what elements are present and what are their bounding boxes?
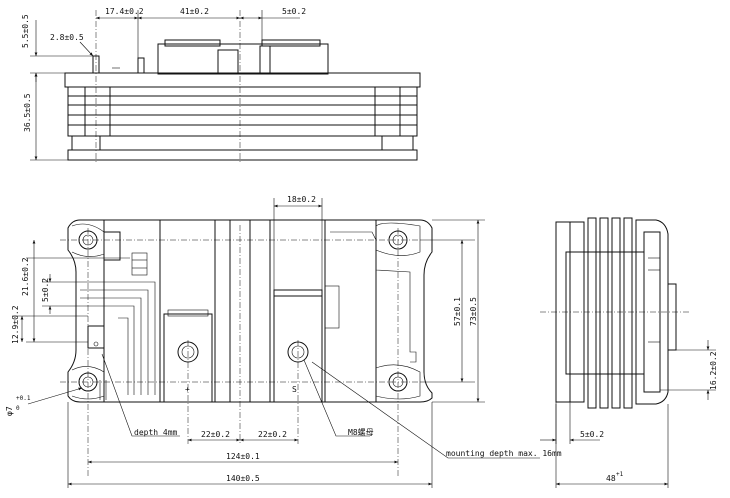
dim-73: 73±0.5 — [469, 297, 478, 326]
dim-22-a: 22±0.2 — [201, 430, 230, 439]
terminal-label-left: + — [185, 385, 190, 394]
dim-140: 140±0.5 — [226, 474, 260, 483]
dim-36-5: 36.5±0.5 — [23, 93, 32, 132]
callout-screw: M8螺母 — [348, 427, 374, 437]
dim-phi7: φ7 — [5, 406, 14, 416]
dim-18: 18±0.2 — [287, 195, 316, 204]
dim-124: 124±0.1 — [226, 452, 260, 461]
dim-5-top: 5±0.2 — [282, 7, 306, 16]
callout-mounting: mounting depth max. 16mm — [446, 449, 562, 458]
dim-5-side: 5±0.2 — [580, 430, 604, 439]
dim-16-2: 16.2±0.2 — [709, 351, 718, 390]
front-view: + S 18±0.2 21.6±0.2 5±0.2 12.9±0.2 — [5, 195, 562, 488]
top-view: 17.4±0.2 41±0.2 5±0.2 5.5±0.5 2.8±0.5 36… — [21, 7, 421, 162]
terminal-label-right: S — [292, 385, 297, 394]
dim-41: 41±0.2 — [180, 7, 209, 16]
dim-phi7-tol-low: 0 — [16, 405, 20, 412]
dim-2-8: 2.8±0.5 — [50, 33, 84, 42]
dim-48-tol: +1 — [616, 471, 624, 478]
side-view: 5±0.2 16.2±0.2 48 +1 — [540, 217, 718, 488]
dim-48: 48 — [606, 474, 616, 483]
dim-12-9: 12.9±0.2 — [11, 305, 20, 344]
callout-depth: depth 4mm — [134, 428, 178, 437]
dim-57: 57±0.1 — [453, 297, 462, 326]
dim-phi7-tol: +0.1 — [16, 395, 31, 402]
dim-21-6: 21.6±0.2 — [21, 257, 30, 296]
dim-5-5: 5.5±0.5 — [21, 14, 30, 48]
dim-5-left: 5±0.2 — [41, 278, 50, 302]
dim-22-b: 22±0.2 — [258, 430, 287, 439]
dim-17-4: 17.4±0.2 — [105, 7, 144, 16]
